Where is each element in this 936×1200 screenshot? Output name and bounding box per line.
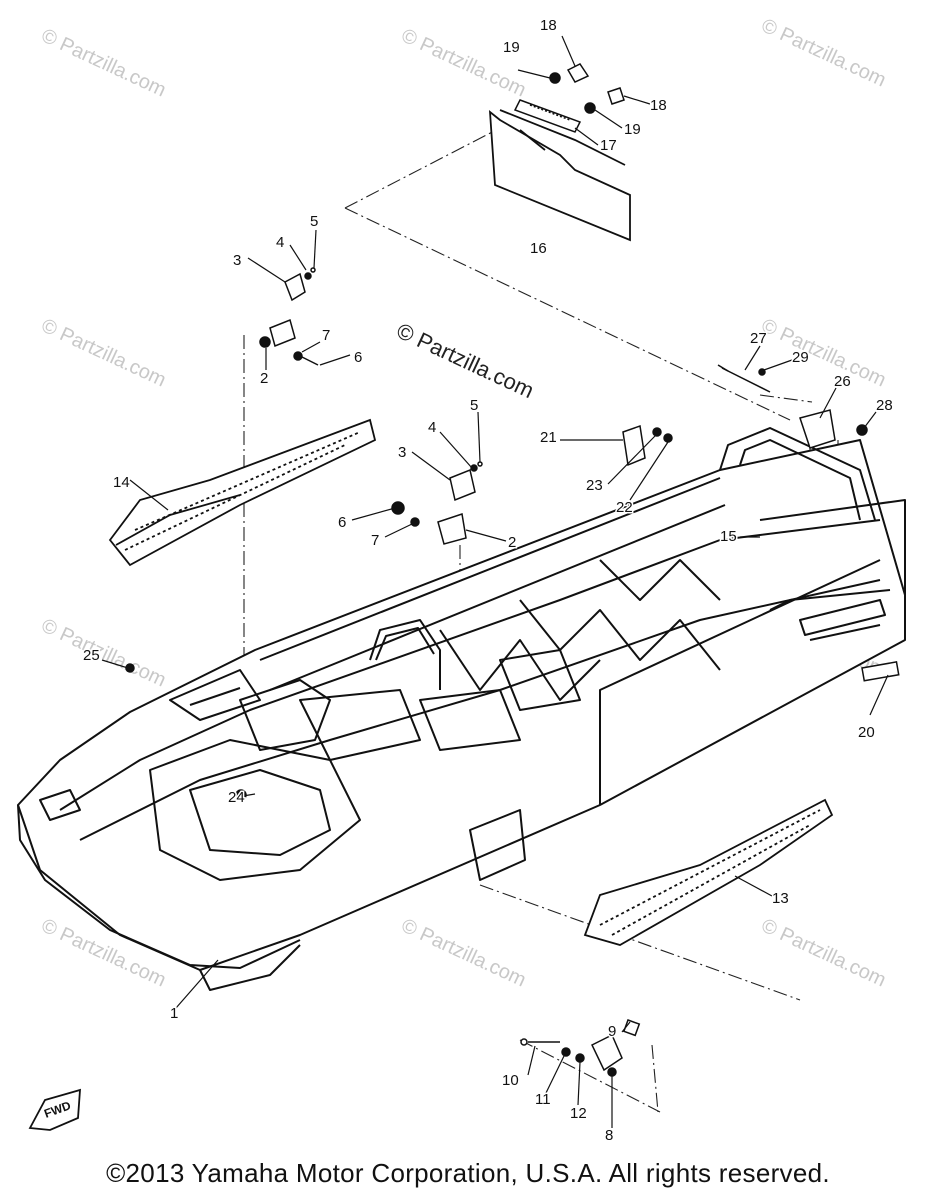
callout-1: 1 [170,1005,178,1022]
callout-16: 16 [530,240,547,257]
callout-18: 18 [650,97,667,114]
callout-6: 6 [338,514,346,531]
callout-5: 5 [310,213,318,230]
footrest-left [108,418,377,567]
callout-7: 7 [322,327,330,344]
callout-19: 19 [624,121,641,138]
callout-12: 12 [570,1105,587,1122]
callout-3: 3 [398,444,406,461]
callout-20: 20 [858,724,875,741]
watermark-text: © Partzilla.com [38,315,169,392]
callout-18: 18 [540,17,557,34]
callout-7: 7 [371,532,379,549]
callout-13: 13 [772,890,789,907]
callout-10: 10 [502,1072,519,1089]
watermark-text: © Partzilla.com [398,915,529,992]
callout-21: 21 [540,429,557,446]
rear-panel [488,109,631,242]
callout-14: 14 [113,474,130,491]
callout-4: 4 [276,234,284,251]
hinge [513,99,582,133]
callout-19: 19 [503,39,520,56]
callout-9: 9 [608,1023,616,1040]
callout-2: 2 [508,534,516,551]
callout-29: 29 [792,349,809,366]
callout-5: 5 [470,397,478,414]
callout-labels: 1 2 2 3 3 4 4 5 5 6 6 7 7 8 9 10 11 12 1… [82,16,895,1146]
callout-4: 4 [428,419,436,436]
center-watermark-text: © Partzilla.com [393,318,538,403]
watermark-text: © Partzilla.com [758,315,889,392]
callout-6: 6 [354,349,362,366]
watermark-text: © Partzilla.com [38,615,169,692]
callout-25: 25 [83,647,100,664]
hardware-parts [125,63,900,1077]
callout-17: 17 [600,137,617,154]
callout-28: 28 [876,397,893,414]
watermark-text: © Partzilla.com [398,25,529,102]
leader-lines [101,35,889,1128]
main-frame-hull [17,427,906,991]
callout-11: 11 [535,1091,551,1108]
callout-27: 27 [750,330,767,347]
watermark-text: © Partzilla.com [758,15,889,92]
callout-26: 26 [834,373,851,390]
footrest-right [583,798,834,946]
forward-direction-badge: FWD [28,1088,81,1131]
callout-24: 24 [228,789,245,806]
callout-22: 22 [616,499,633,516]
callout-8: 8 [605,1127,613,1144]
copyright-notice: ©2013 Yamaha Motor Corporation, U.S.A. A… [106,1158,830,1188]
callout-3: 3 [233,252,241,269]
callout-2: 2 [260,370,268,387]
callout-15: 15 [720,528,737,545]
watermark-text: © Partzilla.com [38,25,169,102]
watermark-text: © Partzilla.com [758,915,889,992]
callout-23: 23 [586,477,603,494]
